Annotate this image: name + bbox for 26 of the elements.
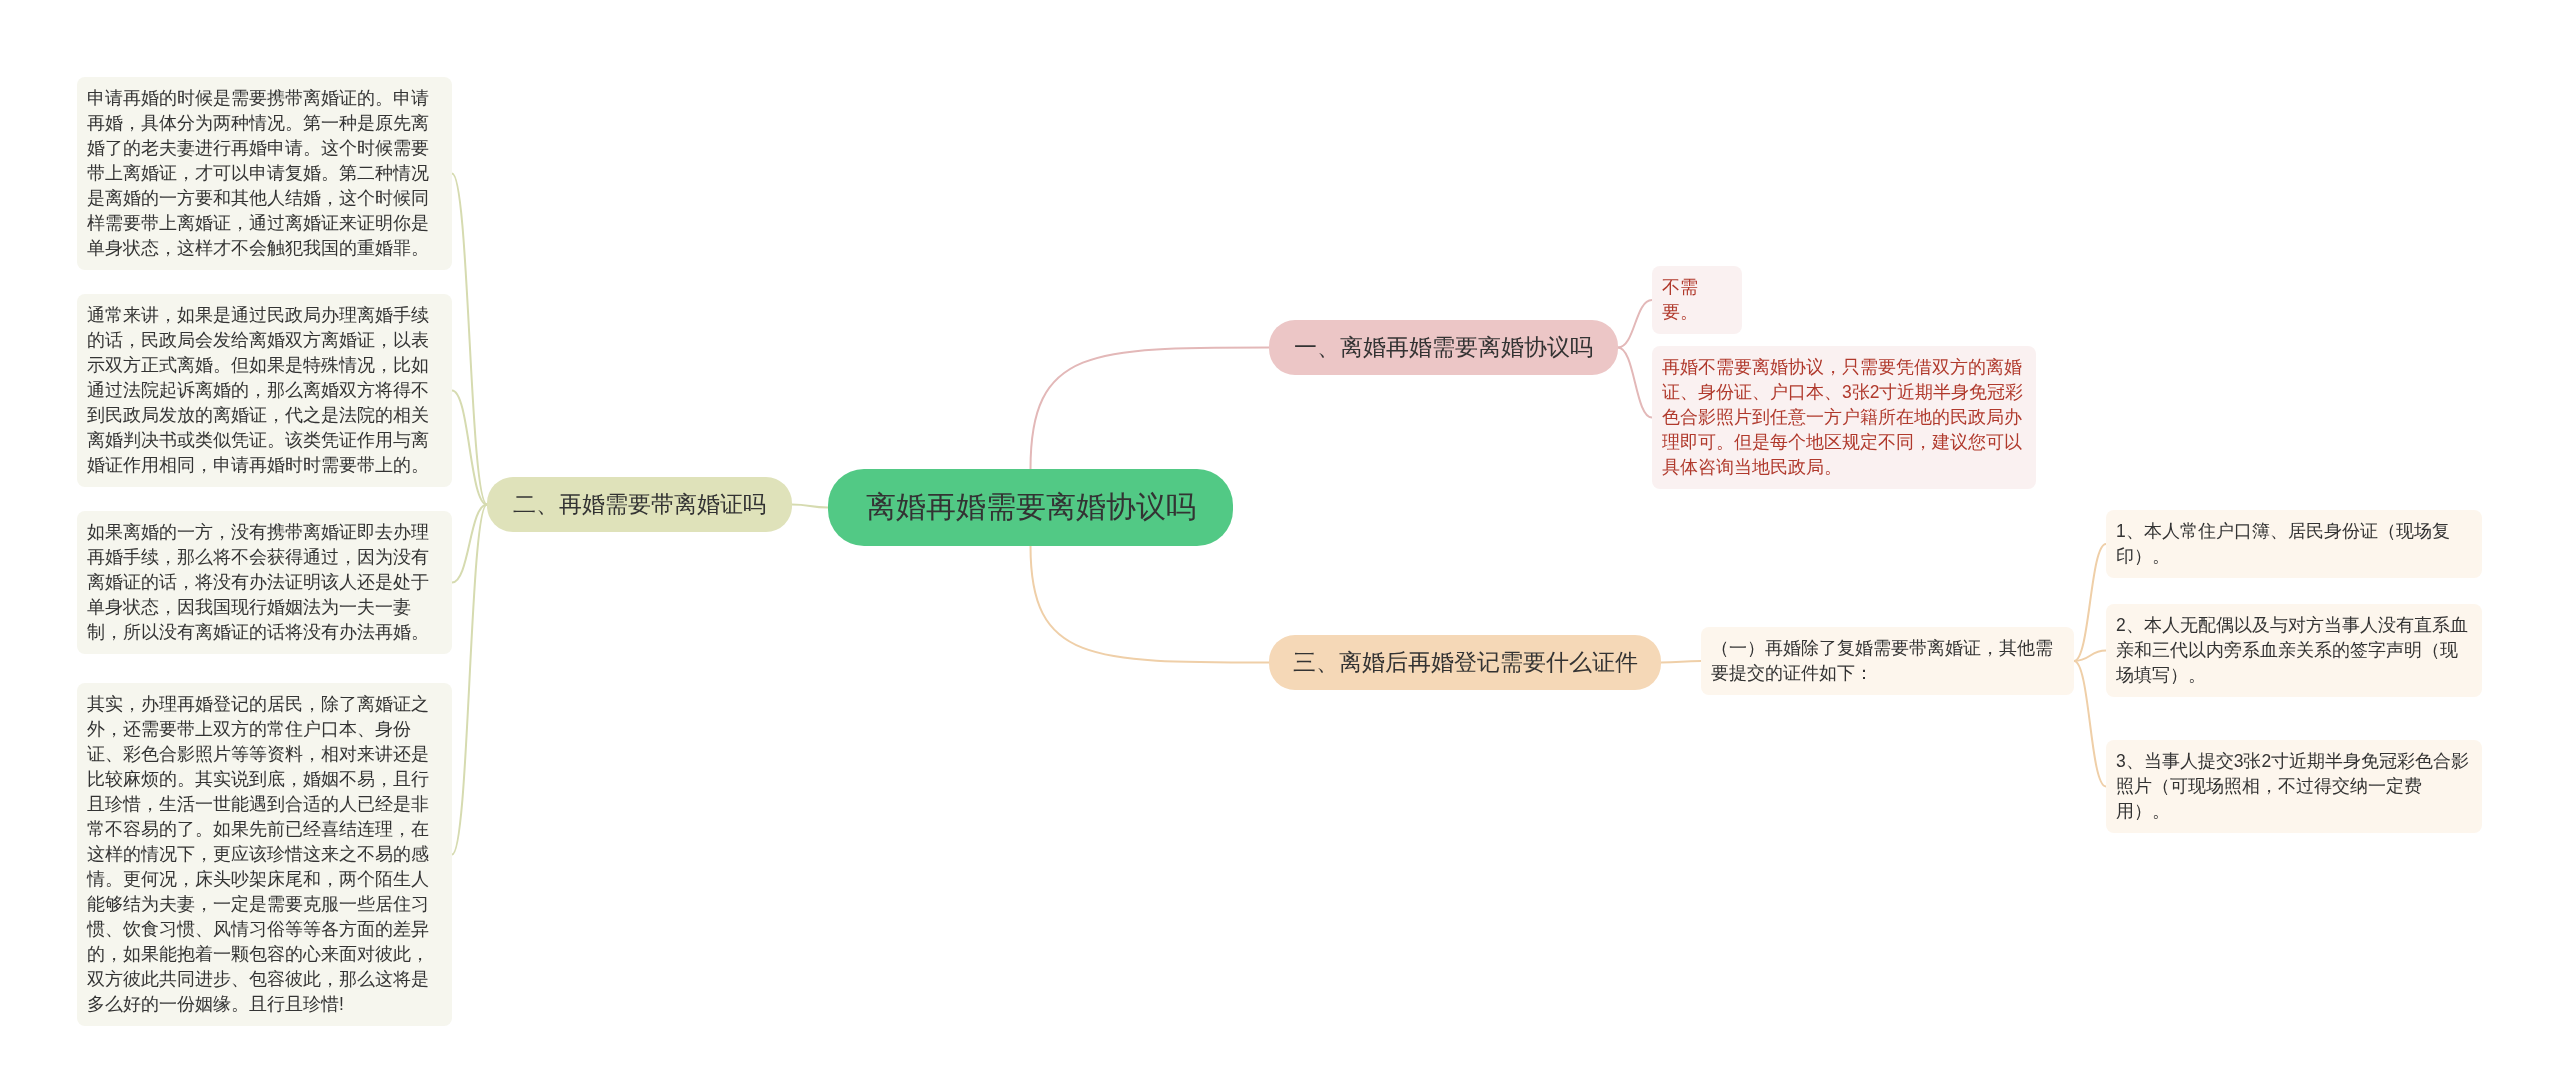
- text-card: 不需要。: [1652, 266, 1742, 335]
- text-card: 再婚不需要离婚协议，只需要凭借双方的离婚证、身份证、户口本、3张2寸近期半身免冠彩色合影照片到任意一方户籍所在地的民政局办理即可。但是每个地区规定不同，建议您可以具体咨询当地民政局。: [1652, 346, 2036, 490]
- connector-line: [451, 389, 488, 506]
- text-card: 通常来讲，如果是通过民政局办理离婚手续的话，民政局会发给离婚双方离婚证，以表示双方正式离婚。但如果是特殊情况，比如通过法院起诉离婚的，那么离婚双方将得不到民政局发放的离婚证，代之是法院的相关离婚判决书或类似凭证。该类凭证作用与离婚证作用相同，申请再婚时时需要带上的。: [77, 294, 452, 488]
- text-card: 申请再婚的时候是需要携带离婚证的。申请再婚，具体分为两种情况。第一种是原先离婚了的老夫妻进行再婚申请。这个时候需要带上离婚证，才可以申请复婚。第二种情况是离婚的一方要和其他人结婚，这个时候同样需要带上离婚证，通过离婚证来证明你是单身状态，这样才不会触犯我国的重婚罪。: [77, 77, 452, 271]
- connector-line: [451, 503, 488, 584]
- topic-box: 一、离婚再婚需要离婚协议吗: [1269, 320, 1618, 375]
- text-card: （一）再婚除了复婚需要带离婚证，其他需要提交的证件如下：: [1701, 627, 2074, 696]
- topic-box: 三、离婚后再婚登记需要什么证件: [1269, 635, 1661, 690]
- connector-line: [451, 503, 488, 856]
- connector-line: [2073, 543, 2107, 662]
- connector-line: [1617, 346, 1653, 419]
- topic-box: 二、再婚需要带离婚证吗: [487, 477, 792, 532]
- text-card: 其实，办理再婚登记的居民，除了离婚证之外，还需要带上双方的常住户口本、身份证、彩色合影照片等等资料，相对来讲还是比较麻烦的。其实说到底，婚姻不易，且行且珍惜，生活一世能遇到合适的人已经是非常不容易的了。如果先前已经喜结连理，在这样的情况下，更应该珍惜这来之不易的感情。更何况，床头吵架床尾和，两个陌生人能够结为夫妻，一定是需要克服一些居住习惯、饮食习惯、风情习俗等等各方面的差异的，如果能抱着一颗包容的心来面对彼此，双方彼此共同进步、包容彼此，那么这将是多么好的一份姻缘。且行且珍惜!: [77, 683, 452, 1027]
- connector-line: [791, 503, 829, 509]
- connector-line: [1660, 660, 1702, 664]
- connector-line: [2073, 660, 2107, 788]
- central-topic: 离婚再婚需要离婚协议吗: [828, 469, 1233, 546]
- connector-line: [451, 172, 488, 506]
- text-card: 3、当事人提交3张2寸近期半身免冠彩色合影照片（可现场照相，不过得交纳一定费用）。: [2106, 740, 2482, 834]
- connector-line: [1029, 346, 1270, 470]
- connector-line: [1029, 545, 1270, 664]
- text-card: 如果离婚的一方，没有携带离婚证即去办理再婚手续，那么将不会获得通过，因为没有离婚证的话，将没有办法证明该人还是处于单身状态，因我国现行婚姻法为一夫一妻制，所以没有离婚证的话将没有办法再婚。: [77, 511, 452, 655]
- connector-line: [1617, 299, 1653, 349]
- text-card: 2、本人无配偶以及与对方当事人没有直系血亲和三代以内旁系血亲关系的签字声明（现场填写）。: [2106, 604, 2482, 698]
- text-card: 1、本人常住户口簿、居民身份证（现场复印）。: [2106, 510, 2482, 579]
